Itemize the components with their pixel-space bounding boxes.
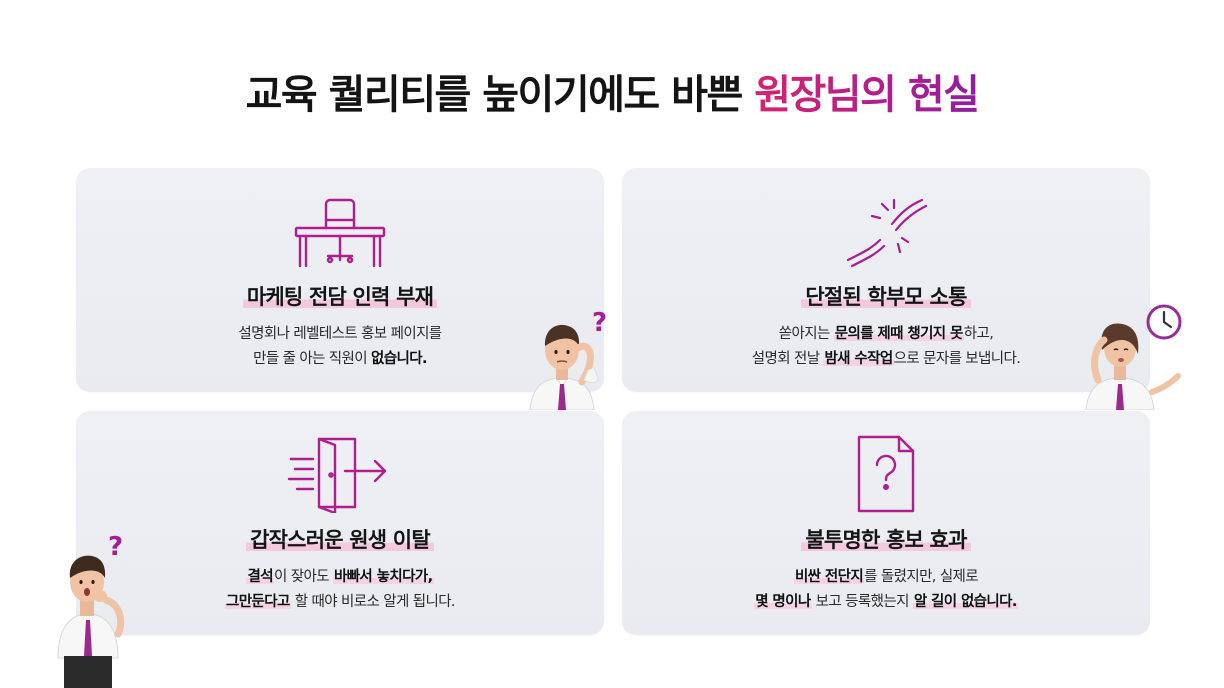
title-main: 교육 퀄리티를 높이기에도 바쁜 xyxy=(245,72,755,118)
broken-cable-icon xyxy=(846,198,928,268)
card-title: 단절된 학부모 소통 xyxy=(622,281,1150,311)
confused-man-character xyxy=(529,324,599,410)
card-description: 결석이 잦아도 바빠서 놓치다가, 그만둔다고 할 때야 비로소 알게 됩니다. xyxy=(225,569,456,610)
card-description: 설명회나 레벨테스트 홍보 페이지를 만들 줄 아는 직원이 없습니다. xyxy=(238,326,442,367)
title-highlight: 원장님의 현실 xyxy=(754,72,980,118)
card-description: 비싼 전단지를 돌렸지만, 실제로 몇 명이나 보고 등록했는지 알 길이 없습… xyxy=(754,569,1018,610)
card-title: 갑작스러운 원생 이탈 xyxy=(76,524,604,554)
page-title: 교육 퀄리티를 높이기에도 바쁜 원장님의 현실 xyxy=(0,62,1224,120)
card-parent-communication: 단절된 학부모 소통 쏟아지는 문의를 제때 챙기지 못하고, 설명회 전날 밤… xyxy=(622,168,1150,392)
question-document-icon xyxy=(857,435,915,513)
empty-desk-icon xyxy=(294,198,386,268)
card-title: 불투명한 홍보 효과 xyxy=(622,524,1150,554)
stressed-woman-character xyxy=(1085,304,1182,410)
card-promotion-effect: 불투명한 홍보 효과 비싼 전단지를 돌렸지만, 실제로 몇 명이나 보고 등록… xyxy=(622,411,1150,635)
question-mark-2: ? xyxy=(108,532,124,562)
card-student-dropout: 갑작스러운 원생 이탈 결석이 잦아도 바빠서 놓치다가, 그만둔다고 할 때야… xyxy=(76,411,604,635)
card-title: 마케팅 전담 인력 부재 xyxy=(76,281,604,311)
exit-door-icon xyxy=(287,437,387,513)
card-marketing-staff: 마케팅 전담 인력 부재 설명회나 레벨테스트 홍보 페이지를 만들 줄 아는 … xyxy=(76,168,604,392)
surprised-man-character xyxy=(57,555,125,688)
card-description: 쏟아지는 문의를 제때 챙기지 못하고, 설명회 전날 밤새 수작업으로 문자를… xyxy=(751,326,1021,367)
question-mark-1: ? xyxy=(592,308,608,338)
